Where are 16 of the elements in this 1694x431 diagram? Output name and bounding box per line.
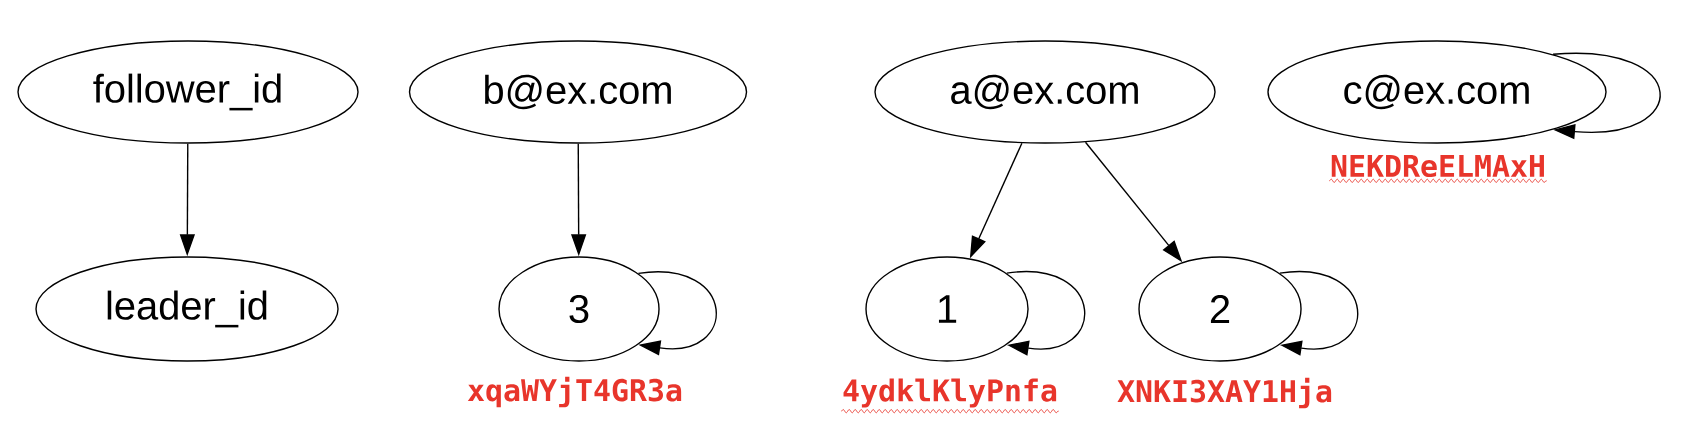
ellipse-node: 2	[1138, 256, 1302, 362]
id-label: 4ydklKlyPnfa	[843, 378, 1057, 408]
ellipse-node: 3	[498, 256, 660, 362]
id-label: XNKI3XAY1Hja	[1117, 377, 1332, 409]
ellipse-node: b@ex.com	[408, 40, 748, 144]
id-label: xqaWYjT4GR3a	[467, 376, 682, 408]
ellipse-node: c@ex.com	[1267, 40, 1607, 144]
ellipse-node: a@ex.com	[874, 40, 1216, 144]
self-loop-arrow	[1006, 270, 1086, 356]
ellipse-node: 1	[865, 256, 1029, 362]
ellipse-node: follower_id	[17, 40, 359, 144]
self-loop-arrow	[637, 271, 717, 356]
self-loop-arrow	[1552, 52, 1661, 140]
self-loop-arrow	[1279, 270, 1359, 356]
ellipse-node: leader_id	[35, 256, 339, 362]
id-label: NEKDReELMAxH	[1331, 154, 1544, 178]
